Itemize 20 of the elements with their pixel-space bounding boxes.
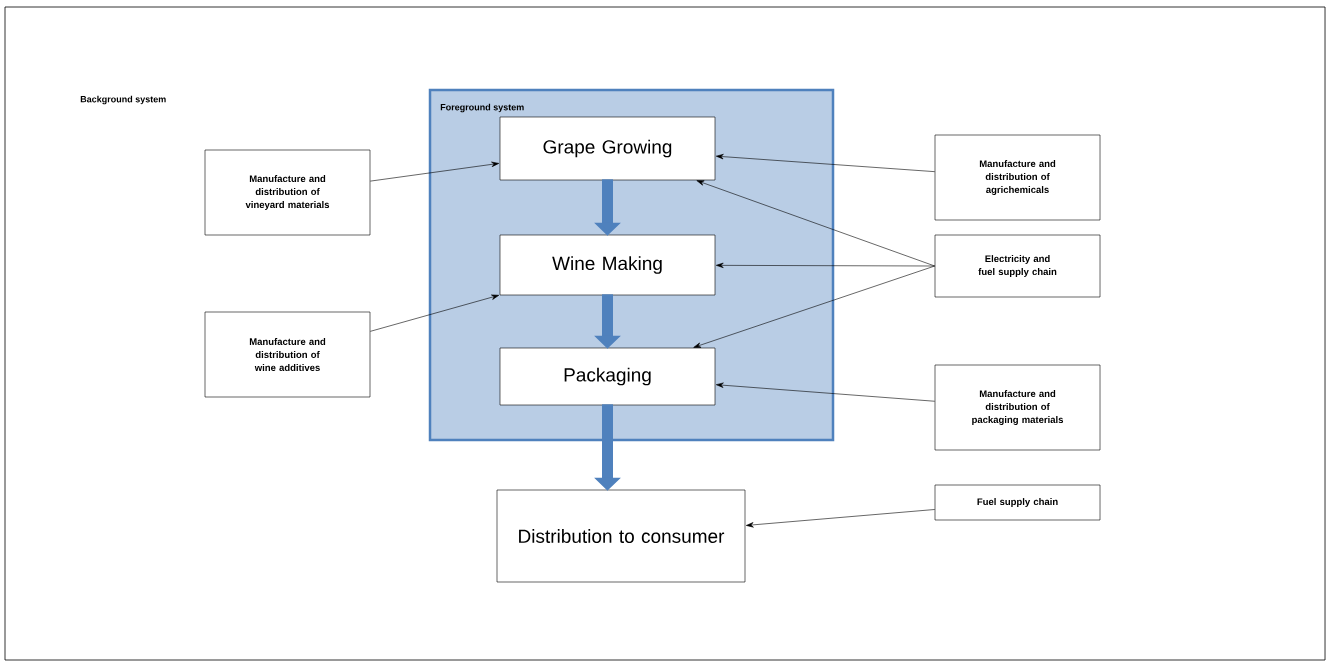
arrow (693, 265, 935, 348)
process-box: Grape Growing (499, 116, 716, 181)
arrow (715, 262, 935, 268)
supply-box: Manufacture and distribution of agrichemicals (934, 134, 1101, 221)
arrow (745, 509, 935, 528)
arrow (696, 180, 935, 267)
system-heading: Background system (80, 95, 166, 105)
supply-box: Fuel supply chain (934, 484, 1101, 521)
process-box: Distribution to consumer (496, 489, 746, 583)
arrow (715, 382, 935, 402)
supply-box: Manufacture and distribution of packaging materials (934, 364, 1101, 451)
arrow (370, 294, 500, 332)
supply-box: Manufacture and distribution of wine additives (204, 311, 371, 398)
supply-box: Manufacture and distribution of vineyard materials (204, 149, 371, 236)
process-box: Wine Making (499, 234, 716, 296)
arrow (715, 154, 935, 172)
supply-box: Electricity and fuel supply chain (934, 234, 1101, 298)
process-box: Packaging (499, 347, 716, 406)
system-heading: Foreground system (440, 103, 524, 113)
arrow (370, 161, 500, 182)
